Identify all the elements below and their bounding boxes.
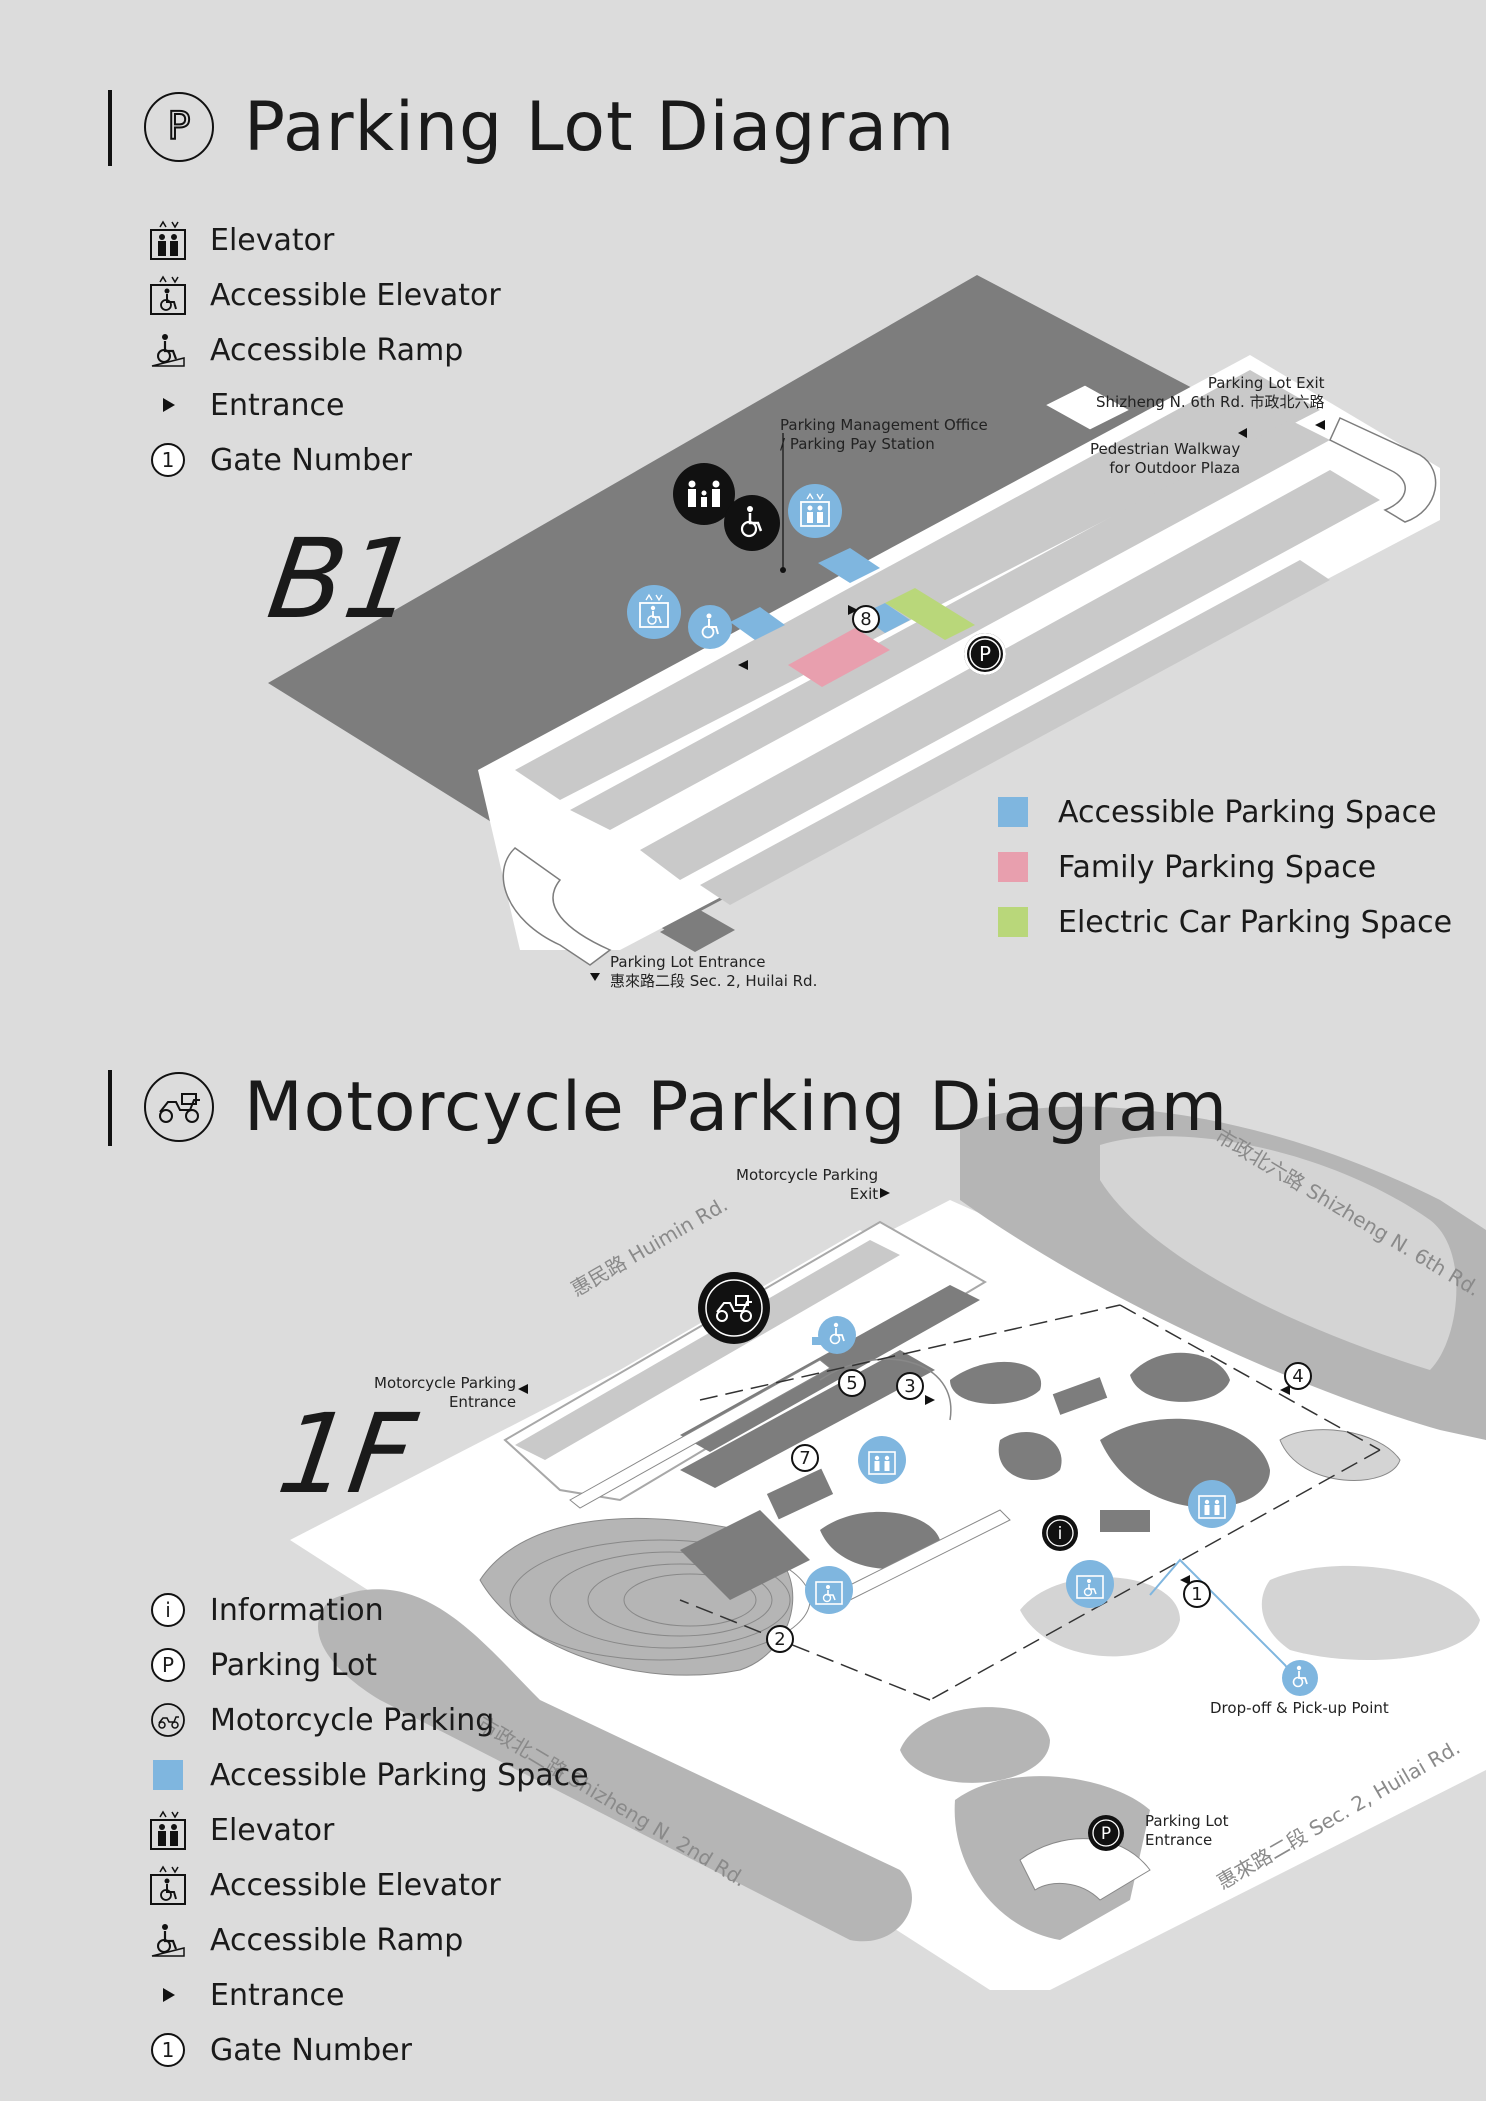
elevator-icon — [1188, 1480, 1236, 1528]
accessible-ramp-icon — [1282, 1660, 1318, 1696]
electric-space-swatch — [998, 907, 1028, 937]
legend-label: Entrance — [210, 387, 345, 423]
legend-label: Accessible Parking Space — [1058, 794, 1437, 830]
legend-label: Entrance — [210, 1977, 345, 2013]
family-space-swatch — [998, 852, 1028, 882]
svg-text:i: i — [1058, 1524, 1063, 1544]
legend-label: Motorcycle Parking — [210, 1702, 495, 1738]
legend-label: Information — [210, 1592, 384, 1628]
legend-gate-number: 1 Gate Number — [148, 440, 412, 480]
legend-family-space: Family Parking Space — [998, 847, 1376, 887]
legend-entrance: Entrance — [148, 385, 344, 425]
gate-number: 1 — [1183, 1580, 1211, 1608]
page-title: Parking Lot Diagram — [244, 88, 956, 167]
gate-number: 2 — [766, 1625, 794, 1653]
accessible-elevator-icon — [627, 585, 681, 639]
electric-car-parking-space — [885, 588, 975, 640]
legend-electric-space: Electric Car Parking Space — [998, 902, 1452, 942]
elevator-icon — [148, 1810, 188, 1850]
motorcycle-parking-icon — [148, 1700, 188, 1740]
accessible-space-swatch — [148, 1755, 188, 1795]
accessible-elevator-icon — [805, 1566, 853, 1614]
legend-motorcycle-parking: Motorcycle Parking — [148, 1700, 494, 1740]
legend-label: Gate Number — [210, 2032, 412, 2068]
legend-accessible-elevator: Accessible Elevator — [148, 1865, 501, 1905]
entrance-arrow-icon — [148, 1975, 188, 2015]
section-bar — [108, 90, 112, 166]
entrance-arrow-icon — [148, 385, 188, 425]
legend-label: Elevator — [210, 1812, 335, 1848]
accessible-parking-space — [730, 607, 785, 640]
gate-number-icon: 1 — [151, 443, 185, 477]
elevator-icon — [858, 1436, 906, 1484]
legend-accessible-elevator: Accessible Elevator — [148, 275, 501, 315]
section-bar — [108, 1070, 112, 1146]
b1-map — [268, 275, 1440, 981]
legend-accessible-ramp: Accessible Ramp — [148, 1920, 463, 1960]
svg-text:P: P — [1101, 1824, 1111, 1844]
parking-lot-icon: P — [964, 633, 1006, 675]
legend-parking-lot: P Parking Lot — [148, 1645, 377, 1685]
elevator-icon — [788, 484, 842, 538]
accessible-ramp-icon — [148, 1920, 188, 1960]
legend-label: Elevator — [210, 222, 335, 258]
gate-number: 4 — [1284, 1362, 1312, 1390]
legend-label: Accessible Ramp — [210, 1922, 464, 1958]
parking-glyph: P — [168, 104, 191, 148]
gate-number: 7 — [791, 1444, 819, 1472]
gate-number: 3 — [896, 1372, 924, 1400]
section-title: Motorcycle Parking Diagram — [244, 1068, 1229, 1147]
elevator-icon — [148, 220, 188, 260]
accessible-elevator-icon — [1066, 1560, 1114, 1608]
legend-label: Electric Car Parking Space — [1058, 904, 1453, 940]
legend-entrance: Entrance — [148, 1975, 344, 2015]
information-icon: i — [1042, 1515, 1078, 1551]
parking-lot-icon: P — [1088, 1815, 1124, 1851]
legend-label: Accessible Parking Space — [210, 1757, 589, 1793]
1f-map — [290, 1106, 1486, 1990]
legend-label: Parking Lot — [210, 1647, 378, 1683]
office-label: Parking Management Office/ Parking Pay S… — [780, 416, 988, 453]
legend-information: i Information — [148, 1590, 384, 1630]
legend-label: Accessible Elevator — [210, 1867, 501, 1903]
legend-accessible-ramp: Accessible Ramp — [148, 330, 463, 370]
accessible-elevator-icon — [148, 1865, 188, 1905]
legend-elevator: Elevator — [148, 220, 334, 260]
motorcycle-parking-icon — [144, 1072, 214, 1142]
accessible-parking-space — [818, 548, 880, 583]
gate-number-icon: 1 — [148, 440, 188, 480]
gate-number: 5 — [838, 1369, 866, 1397]
legend-accessible-space: Accessible Parking Space — [998, 792, 1437, 832]
accessible-ramp-icon — [148, 330, 188, 370]
motorcycle-parking-icon — [698, 1272, 770, 1344]
parking-lot-icon: P — [148, 1645, 188, 1685]
legend-label: Accessible Ramp — [210, 332, 464, 368]
legend-gate-number: 1 Gate Number — [148, 2030, 412, 2070]
legend-label: Gate Number — [210, 442, 412, 478]
legend-label: Family Parking Space — [1058, 849, 1377, 885]
accessible-ramp-icon — [724, 495, 780, 551]
family-parking-space — [788, 628, 890, 687]
accessible-elevator-icon — [148, 275, 188, 315]
legend-label: Accessible Elevator — [210, 277, 501, 313]
legend-accessible-space: Accessible Parking Space — [148, 1755, 589, 1795]
accessible-ramp-icon — [818, 1316, 856, 1354]
legend-elevator: Elevator — [148, 1810, 334, 1850]
svg-text:P: P — [979, 642, 991, 666]
floor-label: B1 — [261, 515, 425, 643]
accessible-ramp-icon — [688, 605, 732, 649]
gate-number: 8 — [852, 605, 880, 633]
information-icon: i — [148, 1590, 188, 1630]
dropoff-label: Drop-off & Pick-up Point — [1210, 1699, 1389, 1717]
parking-icon: P — [144, 92, 214, 162]
accessible-space-swatch — [998, 797, 1028, 827]
gate-number-icon: 1 — [148, 2030, 188, 2070]
